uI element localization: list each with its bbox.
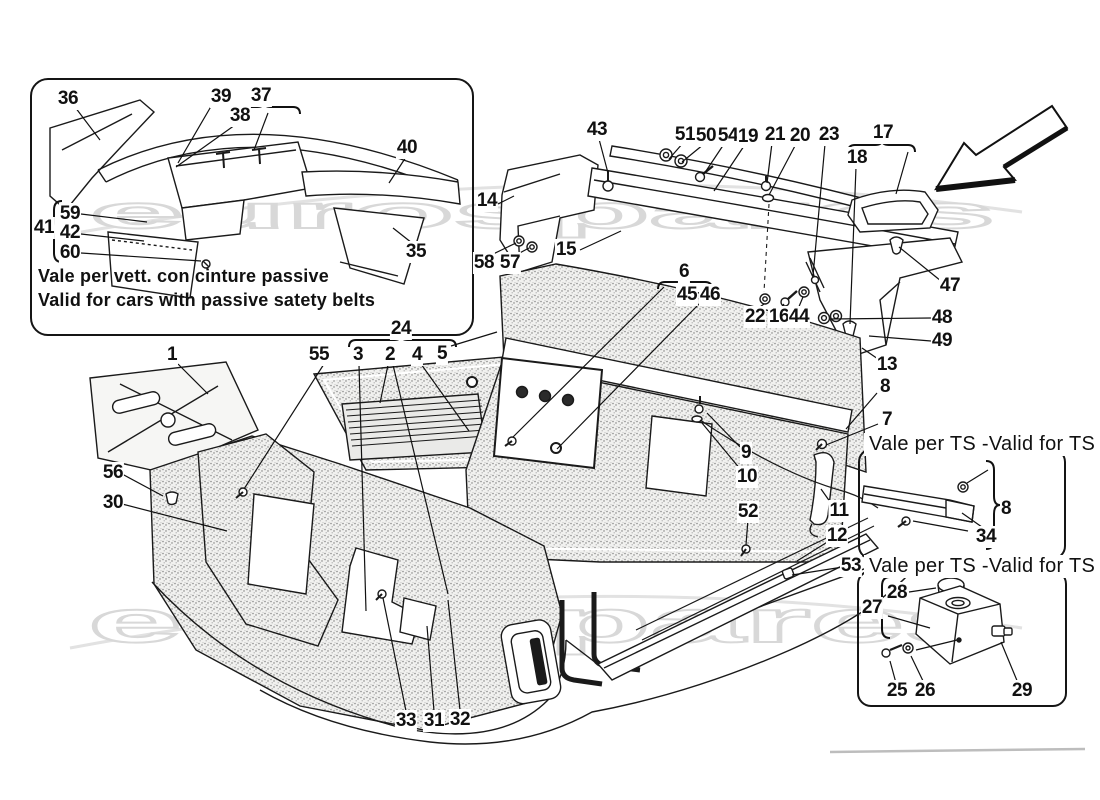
callout-23: 23 xyxy=(817,124,841,146)
callout-45: 45 xyxy=(675,284,699,306)
callout-39: 39 xyxy=(209,86,233,108)
ts-strap-drawing xyxy=(861,481,975,528)
callout-31: 31 xyxy=(422,710,446,732)
callout-27: 27 xyxy=(860,597,884,619)
callout-33: 33 xyxy=(394,710,418,732)
callout-13: 13 xyxy=(875,354,899,376)
callout-52: 52 xyxy=(736,501,760,523)
callout-57: 57 xyxy=(498,252,522,274)
callout-19: 19 xyxy=(736,126,760,148)
ts-strap-inset-box xyxy=(858,448,1066,560)
carpet-drawing xyxy=(89,263,918,745)
callout-60: 60 xyxy=(58,242,82,264)
callout-54: 54 xyxy=(716,125,740,147)
callout-4: 4 xyxy=(410,344,424,366)
callout-22: 22 xyxy=(743,306,767,328)
callout-36: 36 xyxy=(56,88,80,110)
callout-16: 16 xyxy=(767,306,791,328)
callout-2: 2 xyxy=(383,344,397,366)
callout-50: 50 xyxy=(694,125,718,147)
callout-49: 49 xyxy=(930,330,954,352)
passive-trim-drawing xyxy=(49,99,461,299)
callout-38: 38 xyxy=(228,105,252,127)
callout-48: 48 xyxy=(930,307,954,329)
callout-7: 7 xyxy=(880,409,894,431)
callout-55: 55 xyxy=(307,344,331,366)
callout-3: 3 xyxy=(351,344,365,366)
callout-28: 28 xyxy=(885,582,909,604)
passive-belts-inset-box xyxy=(30,78,474,336)
callout-18: 18 xyxy=(845,147,869,169)
callout-47: 47 xyxy=(938,275,962,297)
callout-42: 42 xyxy=(58,222,82,244)
callout-26: 26 xyxy=(913,680,937,702)
callout-8-ts: 8 xyxy=(999,498,1013,520)
callout-6: 6 xyxy=(677,261,691,283)
ts-strap-box-title: Vale per TS -Valid for TS xyxy=(864,433,1100,456)
callout-9: 9 xyxy=(739,442,753,464)
callout-44: 44 xyxy=(787,306,811,328)
callout-34: 34 xyxy=(974,526,998,548)
ts-reservoir-box-title: Vale per TS -Valid for TS xyxy=(864,555,1100,578)
callout-15: 15 xyxy=(554,239,578,261)
callout-37: 37 xyxy=(249,85,273,107)
callout-21: 21 xyxy=(763,124,787,146)
callout-40: 40 xyxy=(395,137,419,159)
callout-11: 11 xyxy=(828,500,850,522)
passive-caption-english: Valid for cars with passive satety belts xyxy=(38,290,376,310)
callout-12: 12 xyxy=(825,525,849,547)
upper-trim-assembly-drawing xyxy=(499,145,964,358)
callout-5: 5 xyxy=(435,343,449,365)
callout-41: 41 xyxy=(32,217,56,239)
callout-29: 29 xyxy=(1010,680,1034,702)
direction-arrow-icon xyxy=(934,104,1069,192)
callout-43: 43 xyxy=(585,119,609,141)
callout-24: 24 xyxy=(389,318,413,340)
callout-35: 35 xyxy=(404,241,428,263)
callout-32: 32 xyxy=(448,709,472,731)
callout-17: 17 xyxy=(871,122,895,144)
passive-caption-italian: Vale per vett. con cinture passive xyxy=(38,266,329,286)
leader-lines xyxy=(74,102,1019,712)
callout-20: 20 xyxy=(788,125,812,147)
callout-46: 46 xyxy=(698,284,722,306)
callout-8: 8 xyxy=(878,376,892,398)
callout-53: 53 xyxy=(839,555,863,577)
callout-14: 14 xyxy=(475,190,499,212)
callout-30: 30 xyxy=(101,492,125,514)
callout-58: 58 xyxy=(472,252,496,274)
callout-51: 51 xyxy=(673,124,697,146)
callout-10: 10 xyxy=(735,466,759,488)
callout-59: 59 xyxy=(58,203,82,225)
callout-25: 25 xyxy=(885,680,909,702)
callout-56: 56 xyxy=(101,462,125,484)
callout-1: 1 xyxy=(165,344,179,366)
